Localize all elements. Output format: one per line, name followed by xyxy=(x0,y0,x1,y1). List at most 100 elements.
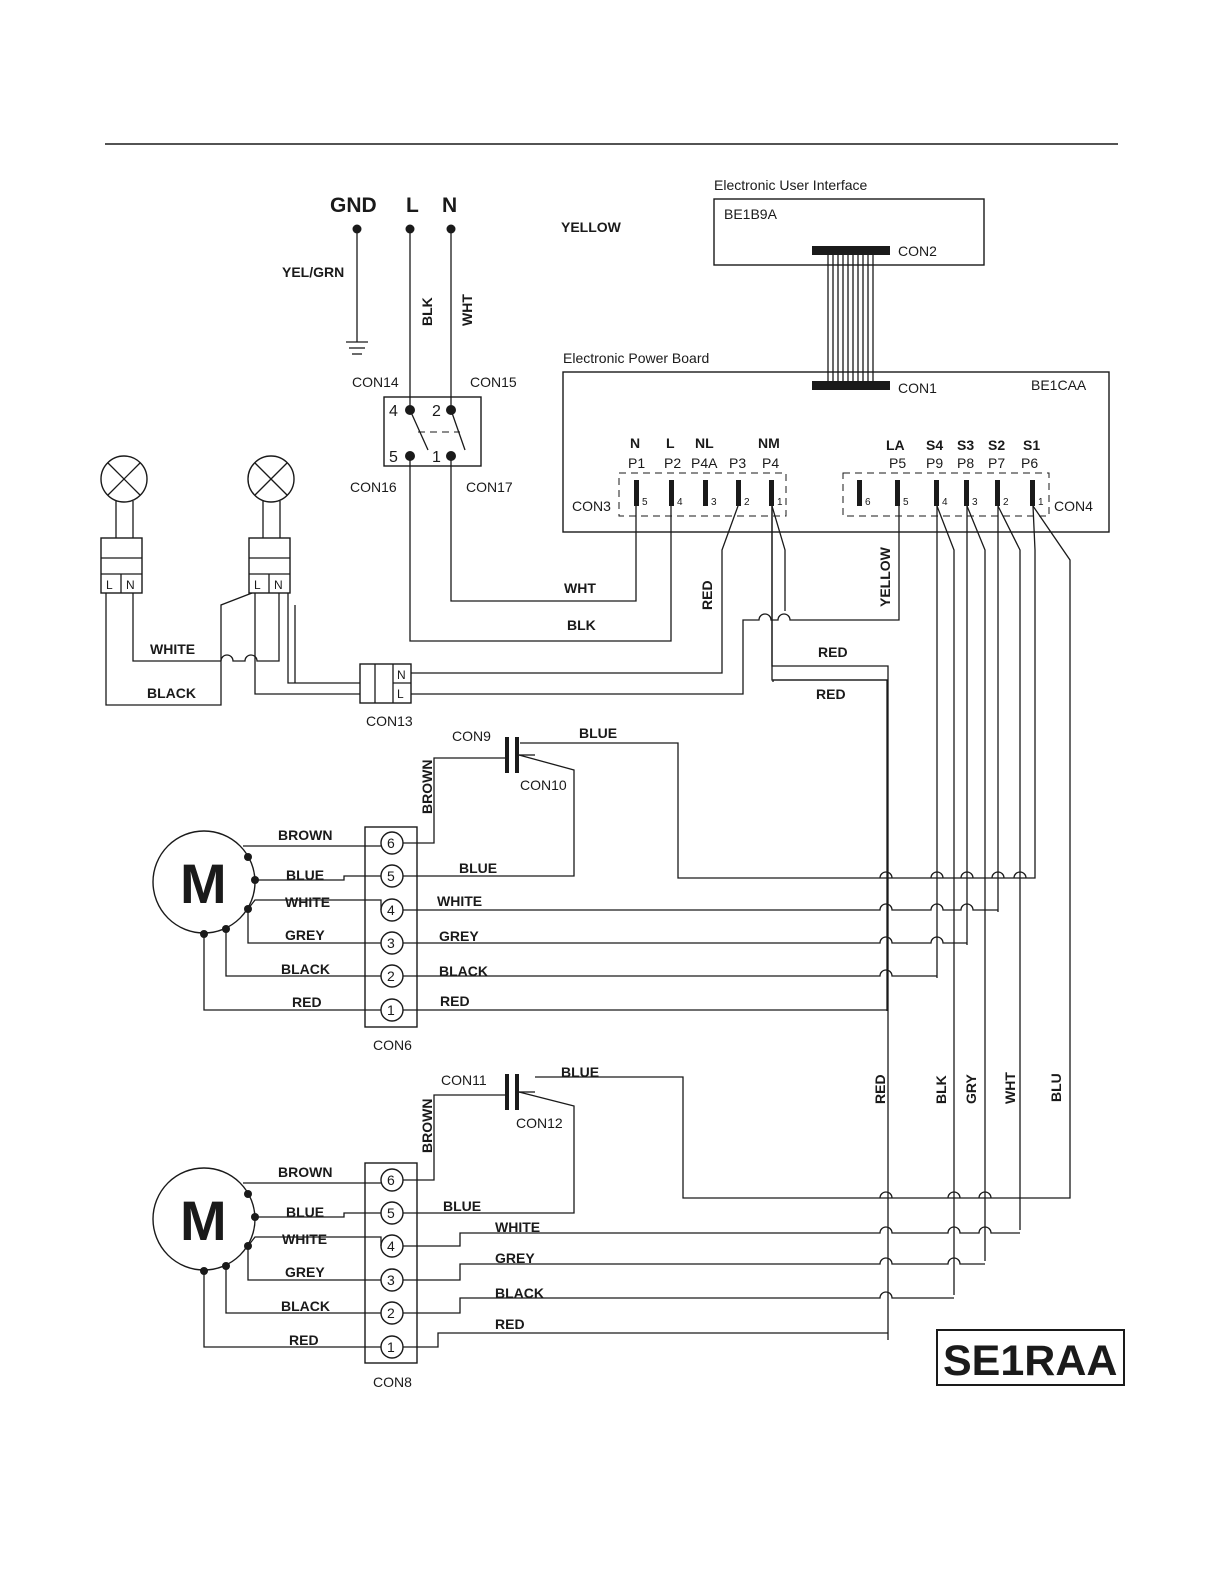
motor-2-con: CON8 xyxy=(373,1374,412,1390)
motor-2-brown: BROWN xyxy=(419,1099,435,1153)
con3-pin-num: 2 xyxy=(744,497,750,508)
con13-l: L xyxy=(397,687,404,701)
con13-n: N xyxy=(397,668,406,682)
motor-1-con: CON6 xyxy=(373,1037,412,1053)
yellow-wire-label: YELLOW xyxy=(877,546,893,607)
con4-pin-s1: S1 P6 1 xyxy=(1021,437,1044,508)
motor-1-pin: 6 xyxy=(387,835,395,851)
motor-1: M 6 5 4 3 2 1 CON6 BROWN BLUE WHITE GREY… xyxy=(152,725,1027,1053)
con4-signal: S2 xyxy=(988,437,1005,453)
motor-2-right-label: RED xyxy=(495,1316,525,1332)
con3-pin-nl: NL P4A 3 xyxy=(691,435,718,508)
power-board-model: BE1CAA xyxy=(1031,377,1087,393)
con3-pin-id: P3 xyxy=(729,455,746,471)
bus-wht-label: WHT xyxy=(1002,1072,1018,1104)
power-board: Electronic Power Board CON1 BE1CAA CON3 … xyxy=(562,350,1110,533)
switch-pin-4: 4 xyxy=(389,403,398,420)
motor-2-left-label: BLUE xyxy=(286,1204,324,1220)
con3-pin-id: P4 xyxy=(762,455,779,471)
motor-1-capa: CON9 xyxy=(452,728,491,744)
motor-1-left-label: WHITE xyxy=(285,894,330,910)
motor-1-capb: CON10 xyxy=(520,777,567,793)
motor-1-right-label: BLACK xyxy=(439,963,488,979)
red-vertical-label: RED xyxy=(699,580,715,610)
motor-1-right-label: WHITE xyxy=(437,893,482,909)
red-wire-a-label: RED xyxy=(818,644,848,660)
con13-connector: N L CON13 xyxy=(359,663,413,729)
control-bus: RED BLK GRY WHT BLU xyxy=(520,505,1071,1295)
motor-1-pin: 4 xyxy=(387,902,395,918)
con4-pin-id: P8 xyxy=(957,455,974,471)
motor-2-left-label: GREY xyxy=(285,1264,325,1280)
motor-2-left-label: BLACK xyxy=(281,1298,330,1314)
motor-2-capa: CON11 xyxy=(441,1072,487,1088)
con3-pin-num: 3 xyxy=(711,497,717,508)
motor-1-cap-blue: BLUE xyxy=(579,725,617,741)
con3-pin-p3: P3 2 xyxy=(729,455,750,508)
con4-pin-num: 6 xyxy=(865,497,871,508)
bus-blk-label: BLK xyxy=(933,1075,949,1104)
wht-wire-label: WHT xyxy=(564,580,596,596)
motor-2-symbol: M xyxy=(180,1189,227,1252)
con4-signal: LA xyxy=(886,437,905,453)
bus-blu-label: BLU xyxy=(1048,1073,1064,1102)
motor-1-brown: BROWN xyxy=(419,760,435,814)
con4-signal: S3 xyxy=(957,437,974,453)
model-badge: SE1RAA xyxy=(936,1329,1125,1386)
con4-pin-s2: S2 P7 2 xyxy=(988,437,1009,508)
lamp-wiring: WHITE BLACK xyxy=(105,592,360,706)
yelgrn-label: YEL/GRN xyxy=(282,264,344,280)
motor-1-left-label: BLACK xyxy=(281,961,330,977)
con4-signal: S4 xyxy=(926,437,943,453)
motor-2-cap-blue: BLUE xyxy=(561,1064,599,1080)
motor-1-left-label: BLUE xyxy=(286,867,324,883)
con4-pin-6: 6 xyxy=(857,480,871,508)
motor-2-pin: 6 xyxy=(387,1172,395,1188)
lamp-1-l: L xyxy=(106,578,113,592)
con3-signal: NM xyxy=(758,435,780,451)
lamp-2: L N xyxy=(247,455,295,594)
switch-pin-2: 2 xyxy=(432,403,441,420)
con3-pin-id: P2 xyxy=(664,455,681,471)
motor-1-right-label: BLUE xyxy=(459,860,497,876)
motor-2-right-label: BLUE xyxy=(443,1198,481,1214)
motor-1-right-label: GREY xyxy=(439,928,479,944)
con15-label: CON15 xyxy=(470,374,517,390)
con3-pin-id: P1 xyxy=(628,455,645,471)
con16-label: CON16 xyxy=(350,479,397,495)
con4-pin-id: P7 xyxy=(988,455,1005,471)
yellow-label: YELLOW xyxy=(561,219,622,235)
user-interface-board: Electronic User Interface BE1B9A CON2 xyxy=(713,177,985,266)
con4-pin-num: 3 xyxy=(972,497,978,508)
motor-1-right-label: RED xyxy=(440,993,470,1009)
con3-pin-n: N P1 5 xyxy=(628,435,648,508)
motor-2-capb: CON12 xyxy=(516,1115,563,1131)
motor-1-pin: 3 xyxy=(387,935,395,951)
con3-pin-num: 5 xyxy=(642,497,648,508)
lamp-2-n: N xyxy=(274,578,283,592)
con4-pin-id: P5 xyxy=(889,455,906,471)
con4-pin-id: P9 xyxy=(926,455,943,471)
switch-pin-5: 5 xyxy=(389,449,398,466)
con14-label: CON14 xyxy=(352,374,399,390)
gnd-label: GND xyxy=(330,194,377,217)
con3-signal: N xyxy=(630,435,640,451)
motor-1-pin: 5 xyxy=(387,868,395,884)
motor-2-right-label: BLACK xyxy=(495,1285,544,1301)
motor-2-pin: 1 xyxy=(387,1339,395,1355)
con4-pin-s4: S4 P9 4 xyxy=(926,437,948,508)
con2-label: CON2 xyxy=(898,243,937,259)
con3-pin-nm: NM P4 1 xyxy=(758,435,783,508)
con4-pin-num: 1 xyxy=(1038,497,1044,508)
motor-2-right-label: WHITE xyxy=(495,1219,540,1235)
con3-pin-l: L P2 4 xyxy=(664,435,683,508)
bus-red-label: RED xyxy=(872,1074,888,1104)
motor-2-left-label: WHITE xyxy=(282,1231,327,1247)
con1-label: CON1 xyxy=(898,380,937,396)
ui-board-title: Electronic User Interface xyxy=(714,177,867,193)
con4-pin-num: 2 xyxy=(1003,497,1009,508)
con4-pin-id: P6 xyxy=(1021,455,1038,471)
con4-pin-num: 4 xyxy=(942,497,948,508)
motor-2-left-label: BROWN xyxy=(278,1164,332,1180)
